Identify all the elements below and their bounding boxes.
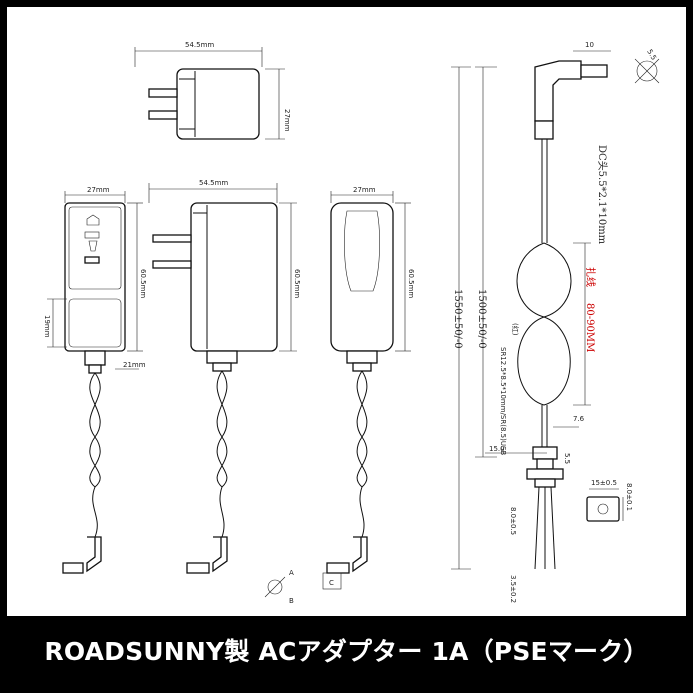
marker-b: B bbox=[289, 597, 294, 605]
cable-total-label: 1550±50/-0 bbox=[452, 289, 463, 349]
knot-length-label: 80-90MM bbox=[584, 303, 595, 352]
back-height-label: 60.5mm bbox=[407, 269, 415, 298]
dim-15-label: 15±0.5 bbox=[591, 479, 617, 487]
back-width-label: 27mm bbox=[353, 186, 376, 194]
cable-drawing: 10 5.5 DC头5.5*2.1*10mm bbox=[451, 41, 660, 603]
technical-drawing: 54.5mm 27mm 27mm bbox=[7, 7, 686, 616]
back-view: 27mm 60.5mm C bbox=[322, 186, 415, 590]
dim-15-0-label: 15.0 bbox=[489, 445, 505, 453]
dim-3-5-label: 3.5±0.2 bbox=[509, 575, 517, 603]
product-caption: ROADSUNNY製 ACアダプター 1A（PSEマーク） bbox=[44, 637, 649, 666]
wire-note-label: (红) bbox=[511, 323, 520, 336]
dim-8-0-0-1-label: 8.0±0.1 bbox=[625, 483, 633, 511]
front-bottom-label: 21mm bbox=[123, 361, 146, 369]
dc-spec-label: DC头5.5*2.1*10mm bbox=[596, 145, 608, 245]
front-window-label: 19mm bbox=[43, 315, 51, 338]
marker-c: C bbox=[329, 579, 334, 587]
knot-note-label: 扎线 bbox=[584, 267, 597, 287]
dim-8-0-0-5-label: 8.0±0.5 bbox=[509, 507, 517, 535]
marker-a: A bbox=[289, 569, 294, 577]
side-width-label: 54.5mm bbox=[199, 179, 228, 187]
dim-5-5-label: 5.5 bbox=[563, 453, 571, 464]
front-view: 27mm 19mm 60.5mm 21mm bbox=[43, 186, 147, 574]
cable-length-label: 1500±50/-0 bbox=[476, 289, 487, 349]
top-width-label: 54.5mm bbox=[185, 41, 214, 49]
side-height-label: 60.5mm bbox=[293, 269, 301, 298]
drawing-svg: 54.5mm 27mm 27mm bbox=[43, 41, 660, 605]
front-width-label: 27mm bbox=[87, 186, 110, 194]
front-height-label: 60.5mm bbox=[139, 269, 147, 298]
plug-angle-label: 5.5 bbox=[645, 48, 657, 62]
side-view: 54.5mm 60.5mm A B bbox=[148, 179, 301, 605]
wire-spec-label: SR12.5*8.5*10mm/SR(8.5)USB bbox=[499, 347, 507, 455]
top-view: 54.5mm 27mm bbox=[134, 41, 291, 140]
plug-length-label: 10 bbox=[585, 41, 594, 49]
top-height-label: 27mm bbox=[283, 109, 291, 132]
dim-7-6-label: 7.6 bbox=[573, 415, 585, 423]
